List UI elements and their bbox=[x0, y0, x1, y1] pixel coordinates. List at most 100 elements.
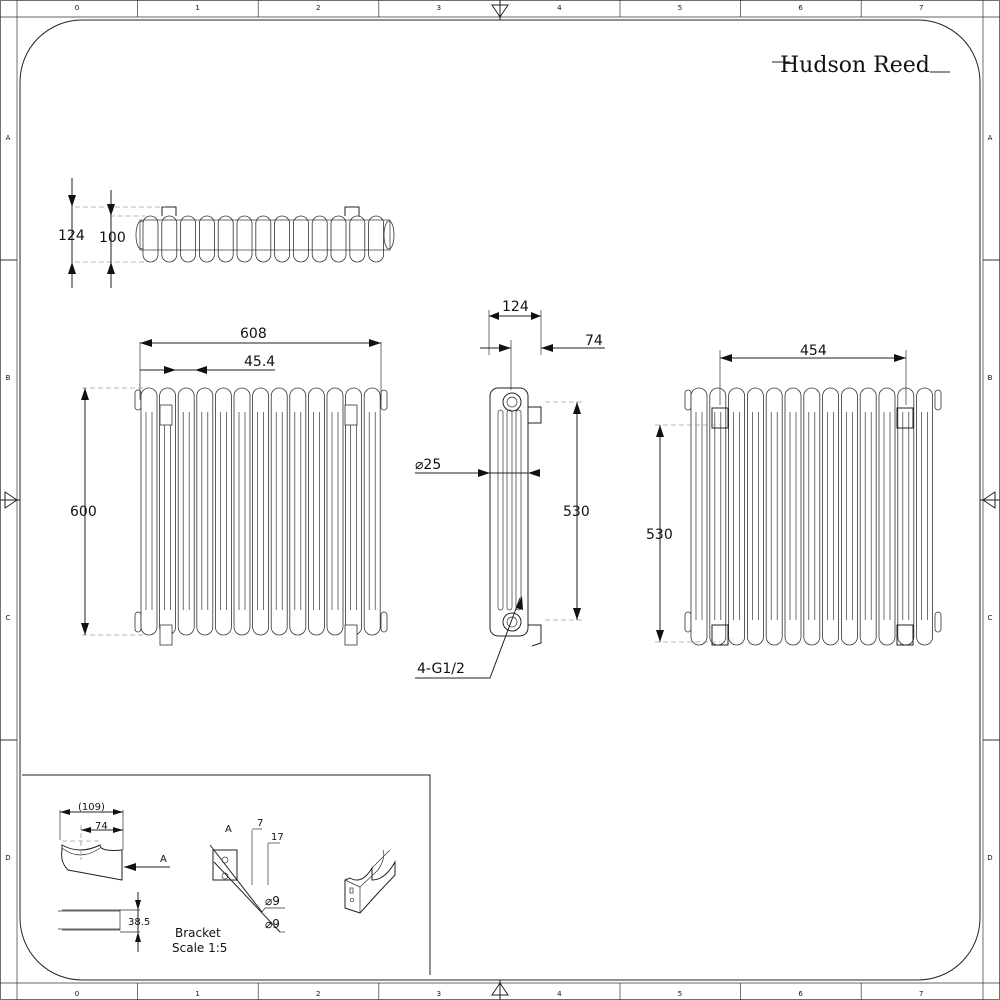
dim-tube-diameter: ⌀25 bbox=[415, 457, 441, 473]
connection-top bbox=[502, 392, 522, 412]
radiator-section bbox=[142, 215, 159, 263]
radiator-column bbox=[822, 387, 839, 646]
ruler-column-label: 3 bbox=[437, 990, 441, 998]
radiator-column bbox=[252, 387, 270, 636]
ruler-column-label: 0 bbox=[75, 990, 79, 998]
bracket-left bbox=[161, 206, 177, 216]
radiator-column bbox=[363, 387, 381, 636]
radiator-column bbox=[233, 387, 251, 636]
radiator-column bbox=[728, 387, 745, 646]
ruler-row-label: D bbox=[987, 854, 992, 862]
radiator-section bbox=[236, 215, 253, 263]
radiator-section bbox=[274, 215, 291, 263]
wall-bracket bbox=[159, 624, 173, 646]
dim-outer-depth: 124 bbox=[58, 228, 85, 244]
radiator-column bbox=[897, 387, 915, 646]
ruler-column-label: 0 bbox=[75, 4, 79, 12]
radiator-section bbox=[330, 215, 347, 263]
wall-bracket bbox=[344, 624, 358, 646]
center-mark-right bbox=[980, 491, 1000, 509]
svg-text:Hudson Reed: Hudson Reed bbox=[780, 53, 930, 78]
radiator-column bbox=[289, 387, 307, 636]
radiator-section bbox=[255, 215, 272, 263]
side-view: 124 74 ⌀25 530 4-G1/2 bbox=[415, 299, 605, 679]
ruler-row-label: A bbox=[988, 134, 993, 142]
ruler-column-label: 4 bbox=[557, 990, 562, 998]
connection-bottom bbox=[502, 612, 522, 632]
ruler-column-label: 7 bbox=[919, 4, 923, 12]
bracket-title: Bracket bbox=[175, 926, 221, 940]
dim-rear-centres: 530 bbox=[646, 527, 673, 543]
radiator-section bbox=[217, 215, 234, 263]
radiator-section bbox=[368, 215, 385, 263]
bracket-scale: Scale 1:5 bbox=[172, 941, 227, 955]
wall-bracket bbox=[896, 624, 914, 646]
ruler-column-label: 7 bbox=[919, 990, 923, 998]
rear-view: 454 530 bbox=[646, 343, 942, 646]
wall-bracket bbox=[344, 404, 358, 426]
ruler-column-label: 1 bbox=[195, 4, 199, 12]
radiator-column bbox=[916, 387, 933, 646]
ruler-column-label: 5 bbox=[678, 990, 682, 998]
dim-side-centres: 530 bbox=[563, 504, 590, 520]
ruler-row-label: A bbox=[6, 134, 11, 142]
ruler-row-label: B bbox=[6, 374, 11, 382]
bracket-right bbox=[344, 206, 360, 216]
center-mark-bottom bbox=[491, 980, 509, 1000]
radiator-column bbox=[307, 387, 325, 636]
radiator-section bbox=[180, 215, 197, 263]
radiator-column bbox=[214, 387, 232, 636]
top-view: 124 100 bbox=[58, 178, 395, 288]
front-view: 608 45.4 600 bbox=[70, 326, 388, 646]
dim-section-depth: 100 bbox=[99, 230, 126, 246]
dim-bracket-overall: (109) bbox=[78, 802, 105, 813]
radiator-section bbox=[198, 215, 215, 263]
radiator-section bbox=[292, 215, 309, 263]
bracket-isometric bbox=[344, 849, 396, 914]
label-view-a: A bbox=[225, 824, 232, 835]
wall-bracket bbox=[896, 407, 914, 429]
ruler-column-label: 6 bbox=[798, 4, 803, 12]
radiator-section bbox=[161, 215, 178, 263]
ruler-row-label: D bbox=[5, 854, 10, 862]
bracket-detail: (109) 74 A 38.5 Bracket Scale 1:5 A 7 17… bbox=[22, 774, 431, 975]
wall-bracket bbox=[711, 407, 729, 429]
dim-height: 600 bbox=[70, 504, 97, 520]
radiator-column bbox=[326, 387, 344, 636]
radiator-column bbox=[765, 387, 783, 646]
ruler-column-label: 2 bbox=[316, 990, 320, 998]
radiator-column bbox=[747, 387, 764, 646]
radiator-column bbox=[859, 387, 877, 646]
dim-bracket-width: 38.5 bbox=[128, 917, 150, 928]
ruler-column-label: 6 bbox=[798, 990, 803, 998]
ruler-column-label: 4 bbox=[557, 4, 562, 12]
dim-wall-offset: 74 bbox=[585, 333, 603, 349]
radiator-column bbox=[784, 387, 802, 646]
dim-side-depth: 124 bbox=[502, 299, 529, 315]
radiator-column bbox=[878, 387, 896, 646]
ruler-row-label: C bbox=[988, 614, 993, 622]
ruler-row-label: C bbox=[6, 614, 11, 622]
center-mark-left bbox=[0, 491, 20, 509]
dim-bracket-offset: 74 bbox=[95, 821, 108, 832]
radiator-column bbox=[140, 387, 158, 636]
dim-7: 7 bbox=[257, 818, 263, 829]
brand-logo: Hudson Reed bbox=[772, 53, 950, 78]
wall-bracket bbox=[159, 404, 173, 426]
ruler-column-label: 3 bbox=[437, 4, 441, 12]
radiator-column bbox=[690, 387, 708, 646]
wall-bracket bbox=[711, 624, 729, 646]
label-connections: 4-G1/2 bbox=[417, 661, 465, 677]
ruler-row-label: B bbox=[988, 374, 993, 382]
radiator-column bbox=[803, 387, 821, 646]
ruler-column-label: 1 bbox=[195, 990, 199, 998]
dim-overall-width: 608 bbox=[240, 326, 267, 342]
ruler-column-label: 5 bbox=[678, 4, 682, 12]
dim-section-pitch: 45.4 bbox=[244, 354, 275, 370]
radiator-column bbox=[270, 387, 288, 636]
radiator-column bbox=[177, 387, 195, 636]
radiator-section bbox=[311, 215, 328, 263]
label-view-arrow: A bbox=[160, 854, 167, 865]
radiator-column bbox=[841, 387, 858, 646]
